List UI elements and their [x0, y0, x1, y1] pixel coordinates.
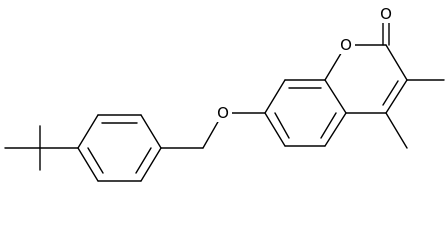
- double-bond-inner: [382, 80, 399, 106]
- bond: [385, 44, 408, 81]
- tert-butyl-group: [4, 125, 79, 171]
- bond: [77, 114, 99, 149]
- bond: [385, 79, 408, 114]
- bond: [264, 112, 286, 147]
- atom-mask: [337, 36, 355, 54]
- double-bond-inner: [87, 147, 104, 174]
- methyl-groups: [385, 79, 445, 149]
- ether-oxygen-label: O: [217, 104, 229, 122]
- ether-linkage: [160, 112, 266, 149]
- bond: [140, 114, 162, 149]
- methyl-bond: [385, 112, 408, 149]
- ring-oxygen-label: O: [340, 36, 352, 54]
- benzyl-ring: [77, 114, 162, 182]
- atom-mask: [214, 104, 232, 122]
- bond: [264, 79, 286, 114]
- bond: [324, 112, 347, 147]
- double-bond-inner: [320, 112, 337, 139]
- carbonyl-oxygen-label: O: [380, 5, 392, 23]
- bond: [77, 147, 99, 182]
- atom-mask: [377, 5, 395, 23]
- structure-diagram: O O O: [4, 5, 445, 182]
- double-bond-inner: [135, 147, 152, 174]
- bond: [324, 79, 347, 114]
- atom-labels: O O O: [214, 5, 395, 122]
- coumarin-benzo-ring: [264, 79, 347, 147]
- double-bond-inner: [274, 112, 290, 139]
- bond: [140, 147, 162, 182]
